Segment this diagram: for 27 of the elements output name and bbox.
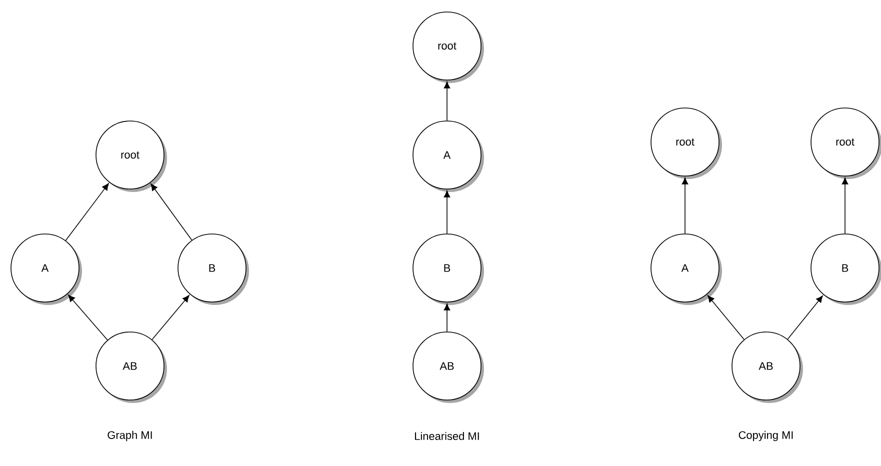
arrow — [707, 295, 744, 340]
circle-node: A — [650, 234, 722, 305]
circle-node: AB — [96, 332, 167, 403]
circle-node: A — [10, 234, 82, 305]
arrow — [152, 295, 190, 340]
circle-node: B — [810, 234, 881, 305]
caption: Copying MI — [738, 430, 793, 442]
arrow — [842, 177, 848, 234]
circle-node: B — [178, 234, 249, 305]
caption: Graph MI — [108, 430, 152, 442]
arrow — [444, 81, 450, 121]
arrow — [787, 296, 823, 340]
circle-node: B — [412, 234, 484, 305]
circle-node: AB — [732, 332, 803, 403]
circle-node: root — [412, 12, 484, 83]
circle-node: AB — [412, 332, 484, 403]
arrow — [68, 294, 108, 340]
caption: Linearised MI — [415, 432, 479, 440]
arrow — [682, 177, 688, 234]
circle-node: root — [810, 108, 881, 179]
arrow — [444, 190, 450, 234]
circle-node: root — [650, 108, 722, 179]
arrow — [65, 183, 109, 241]
circle-node: root — [96, 120, 167, 192]
circle-node: A — [412, 120, 484, 192]
arrow — [150, 184, 192, 241]
arrow — [444, 303, 450, 332]
